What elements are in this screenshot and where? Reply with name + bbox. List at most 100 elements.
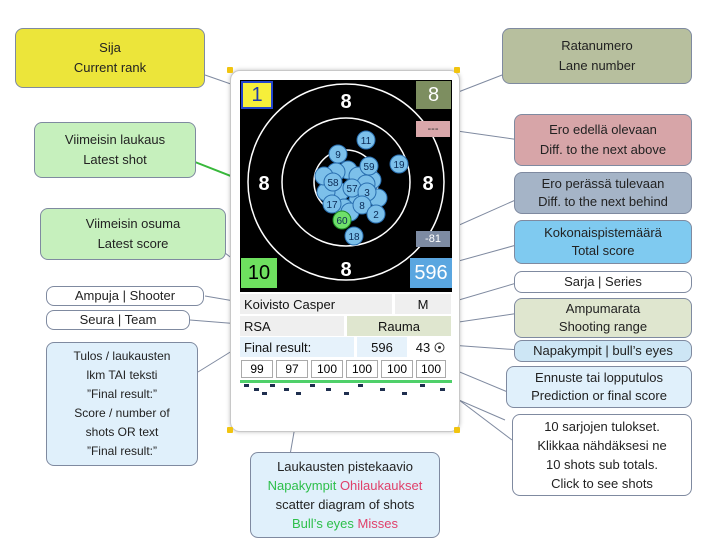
callout-shooter: Ampuja | Shooter xyxy=(46,286,204,306)
strip-mark xyxy=(284,388,289,391)
callout-latest-shot-en: Latest shot xyxy=(83,152,147,167)
callout-series-totals-line-2: Klikkaa nähdäksesi ne xyxy=(537,438,667,453)
callout-result-line-5: shots OR text xyxy=(85,425,159,439)
series-total-5[interactable]: 100 xyxy=(381,360,413,378)
diff-above-badge: --- xyxy=(416,121,450,137)
shot-label: 18 xyxy=(348,232,360,243)
callout-scatter-legend: Napakympit Ohilaukaukset xyxy=(268,476,423,495)
callout-total-en: Total score xyxy=(571,243,635,258)
series-total-1[interactable]: 99 xyxy=(241,360,273,378)
bulls-eye-band xyxy=(240,380,452,383)
strip-mark xyxy=(296,392,301,395)
callout-diff-behind-fi: Ero perässä tulevaan xyxy=(541,176,665,191)
shot-marker xyxy=(323,172,343,192)
strip-mark xyxy=(380,388,385,391)
lane-badge: 8 xyxy=(416,81,451,109)
series-value: M xyxy=(395,294,451,314)
callout-series-totals-line-4: Click to see shots xyxy=(551,476,653,491)
callout-rank-fi: Sija xyxy=(99,40,121,55)
rank-badge: 1 xyxy=(241,81,273,109)
callout-prediction-fi: Ennuste tai lopputulos xyxy=(535,370,663,385)
callout-diff-above-en: Diff. to the next above xyxy=(539,142,667,157)
callout-diff-behind: Ero perässä tulevaan Diff. to the next b… xyxy=(514,172,692,214)
resize-handle[interactable] xyxy=(227,67,233,73)
callout-prediction: Ennuste tai lopputulos Prediction or fin… xyxy=(506,366,692,408)
callout-series-totals-line-3: 10 shots sub totals. xyxy=(545,457,658,472)
shot-label: 3 xyxy=(364,188,370,199)
callout-series-totals: 10 sarjojen tulokset. Klikkaa nähdäksesi… xyxy=(512,414,692,496)
shot-label: 2 xyxy=(373,210,379,221)
strip-mark xyxy=(358,384,363,387)
callout-lane: Ratanumero Lane number xyxy=(502,28,692,84)
callout-latest-score-fi: Viimeisin osuma xyxy=(85,216,181,231)
callout-latest-score-en: Latest score xyxy=(97,236,169,251)
callout-range: Ampumarata Shooting range xyxy=(514,298,692,338)
ring-number-top: 8 xyxy=(340,91,351,113)
strip-mark xyxy=(440,388,445,391)
series-total-3[interactable]: 100 xyxy=(311,360,343,378)
shot-marker xyxy=(356,130,376,150)
shooter-name: Koivisto Casper xyxy=(240,294,392,314)
callout-result-line-2: lkm TAI teksti xyxy=(86,368,158,382)
resize-handle[interactable] xyxy=(454,427,460,433)
latest-shot-marker xyxy=(332,210,352,230)
shot-marker xyxy=(322,194,342,214)
callout-result-line-3: ”Final result:” xyxy=(86,387,157,401)
ring-number-left: 8 xyxy=(258,173,269,195)
shot-marker xyxy=(359,156,379,176)
ring-number-right: 8 xyxy=(422,173,433,195)
total-score-badge: 596 xyxy=(410,258,452,288)
callout-latest-shot-fi: Viimeisin laukaus xyxy=(64,132,166,147)
strip-mark xyxy=(420,384,425,387)
callout-result: Tulos / laukausten lkm TAI teksti ”Final… xyxy=(46,342,198,466)
shot-label: 8 xyxy=(359,201,365,212)
callout-diff-behind-en: Diff. to the next behind xyxy=(538,194,668,209)
shot-label: 9 xyxy=(335,150,341,161)
callout-diff-above-fi: Ero edellä olevaan xyxy=(549,122,657,137)
strip-mark xyxy=(402,392,407,395)
callout-scatter: Laukausten pistekaavio Napakympit Ohilau… xyxy=(250,452,440,538)
shot-label: 11 xyxy=(361,136,372,147)
callout-team: Seura | Team xyxy=(46,310,190,330)
callout-result-line-4: Score / number of xyxy=(74,406,170,420)
shot-marker xyxy=(352,195,372,215)
callout-total-fi: Kokonaispistemäärä xyxy=(544,225,662,240)
callout-rank-en: Current rank xyxy=(73,60,147,75)
callout-scatter-title: Laukausten pistekaavio xyxy=(277,459,413,474)
callout-series: Sarja | Series xyxy=(514,271,692,293)
callout-scatter-legend-en: Bull’s eyes Misses xyxy=(292,514,398,533)
series-total-4[interactable]: 100 xyxy=(346,360,378,378)
shot-scatter-strip xyxy=(240,380,452,395)
series-total-2[interactable]: 97 xyxy=(276,360,308,378)
strip-mark xyxy=(326,388,331,391)
callout-latest-score: Viimeisin osuma Latest score xyxy=(40,208,226,260)
latest-score-badge: 10 xyxy=(241,258,277,288)
final-label: Final result: xyxy=(240,337,354,357)
range-value: Rauma xyxy=(347,316,451,336)
shot-label: 58 xyxy=(327,178,339,189)
callout-result-line-6: ”Final result:” xyxy=(86,444,157,458)
strip-mark xyxy=(344,392,349,395)
callout-bulls: Napakympit | bull’s eyes xyxy=(514,340,692,362)
legend-bulls: Napakympit xyxy=(267,478,337,493)
resize-handle[interactable] xyxy=(454,67,460,73)
callout-rank: Sija Current rank xyxy=(15,28,205,88)
team-value: RSA xyxy=(240,316,344,336)
strip-mark xyxy=(270,384,275,387)
series-total-6[interactable]: 100 xyxy=(416,360,446,378)
legend-misses: Ohilaukaukset xyxy=(339,478,423,493)
strip-mark xyxy=(310,384,315,387)
callout-diff-above: Ero edellä olevaan Diff. to the next abo… xyxy=(514,114,692,166)
shot-marker xyxy=(366,204,386,224)
callout-result-line-1: Tulos / laukausten xyxy=(73,349,171,363)
resize-handle[interactable] xyxy=(227,427,233,433)
legend-bulls-en: Bull’s eyes xyxy=(292,516,354,531)
shot-label: 60 xyxy=(336,216,348,227)
shot-label: 57 xyxy=(346,184,358,195)
strip-mark xyxy=(254,388,259,391)
ring-middle xyxy=(281,117,411,247)
callout-range-fi: Ampumarata xyxy=(565,301,641,316)
callout-series-totals-line-1: 10 sarjojen tulokset. xyxy=(544,419,660,434)
